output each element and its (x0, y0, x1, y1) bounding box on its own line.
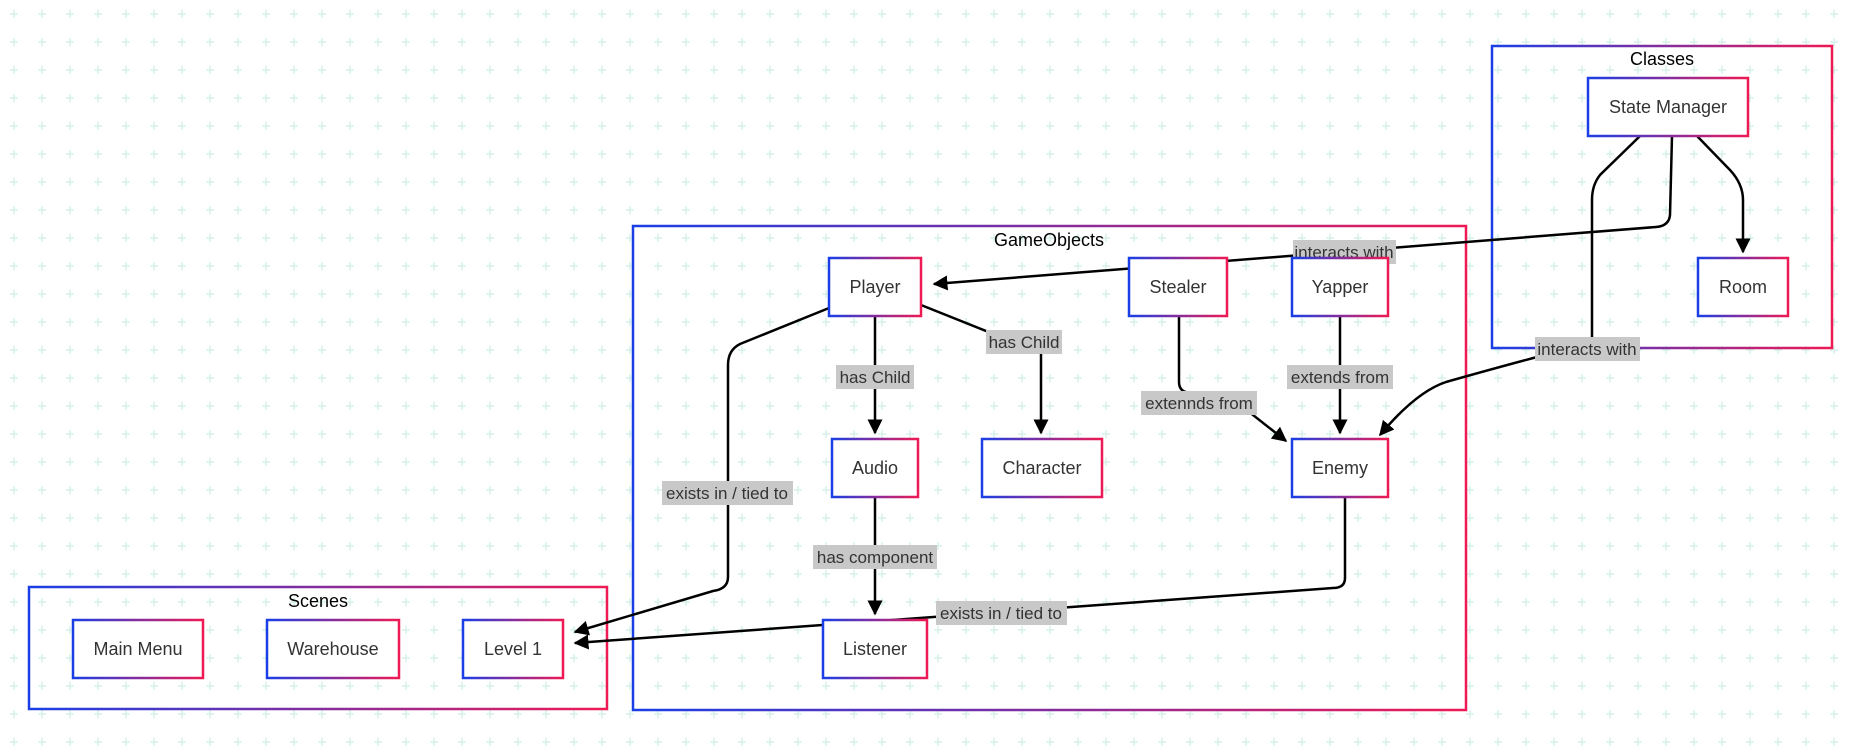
node-state-manager[interactable]: State Manager (1586, 76, 1750, 138)
svg-text:Listener: Listener (843, 639, 907, 659)
svg-text:Yapper: Yapper (1312, 277, 1369, 297)
group-scenes-title: Scenes (288, 591, 348, 611)
svg-text:Room: Room (1719, 277, 1767, 297)
group-classes[interactable]: Classes (1490, 44, 1834, 350)
edge-player-level1 (573, 304, 835, 636)
svg-text:exists in / tied to: exists in / tied to (666, 484, 788, 503)
node-warehouse[interactable]: Warehouse (265, 618, 401, 680)
node-audio[interactable]: Audio (830, 437, 920, 499)
node-character[interactable]: Character (980, 437, 1104, 499)
svg-text:Player: Player (849, 277, 900, 297)
edge-label-exists-in-enemy: exists in / tied to (936, 601, 1067, 625)
edge-label-extennds-from: extennds from (1141, 391, 1257, 415)
svg-text:extends from: extends from (1291, 368, 1389, 387)
edge-label-has-child-audio: has Child (836, 365, 914, 389)
svg-text:has Child: has Child (840, 368, 911, 387)
node-level-1[interactable]: Level 1 (461, 618, 565, 680)
edge-state-manager-player (932, 135, 1674, 291)
group-gameobjects[interactable]: GameObjects (631, 224, 1468, 712)
edge-state-manager-enemy (1379, 135, 1641, 437)
node-main-menu[interactable]: Main Menu (71, 618, 205, 680)
node-listener[interactable]: Listener (821, 618, 929, 680)
svg-text:Level 1: Level 1 (484, 639, 542, 659)
node-enemy[interactable]: Enemy (1290, 437, 1390, 499)
svg-text:Main Menu: Main Menu (93, 639, 182, 659)
svg-text:interacts with: interacts with (1537, 340, 1636, 359)
edge-label-has-component: has component (813, 545, 937, 569)
svg-text:has Child: has Child (989, 333, 1060, 352)
svg-text:extennds from: extennds from (1145, 394, 1253, 413)
edge-player-character (920, 303, 1049, 435)
edge-state-manager-room (1696, 135, 1751, 254)
svg-text:State Manager: State Manager (1609, 97, 1727, 117)
edges (573, 135, 1751, 650)
group-gameobjects-title: GameObjects (994, 230, 1104, 250)
node-player[interactable]: Player (827, 256, 923, 318)
node-room[interactable]: Room (1696, 256, 1790, 318)
node-stealer[interactable]: Stealer (1127, 256, 1229, 318)
node-yapper[interactable]: Yapper (1290, 256, 1390, 318)
edge-label-interacts-with-enemy: interacts with (1535, 337, 1640, 361)
group-classes-title: Classes (1630, 49, 1694, 69)
edge-stealer-enemy (1177, 313, 1288, 442)
edge-label-exists-in-player: exists in / tied to (662, 481, 793, 505)
edge-label-extends-from: extends from (1287, 365, 1393, 389)
edge-label-has-child-character: has Child (986, 330, 1062, 354)
svg-text:exists in / tied to: exists in / tied to (940, 604, 1062, 623)
svg-text:Enemy: Enemy (1312, 458, 1368, 478)
svg-text:Audio: Audio (852, 458, 898, 478)
svg-text:has component: has component (817, 548, 934, 567)
svg-text:Character: Character (1002, 458, 1081, 478)
edge-enemy-level1 (573, 496, 1347, 650)
svg-text:Warehouse: Warehouse (287, 639, 378, 659)
svg-text:Stealer: Stealer (1149, 277, 1206, 297)
group-scenes[interactable]: Scenes (27, 585, 609, 711)
